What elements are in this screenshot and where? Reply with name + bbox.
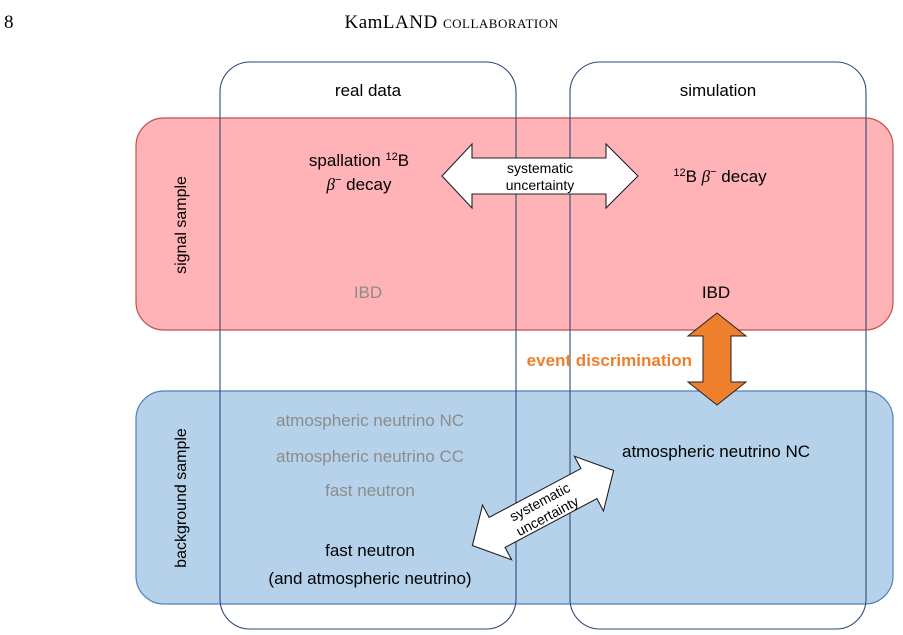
sim-ibd-text: IBD xyxy=(702,283,730,302)
bg-real-item-3: fast neutron xyxy=(325,481,415,500)
simulation-column xyxy=(569,61,867,630)
simulation-header: simulation xyxy=(680,81,757,100)
page-number: 8 xyxy=(4,12,14,33)
beta-decay-text: β− decay xyxy=(326,174,392,194)
real-data-column xyxy=(219,61,517,630)
running-head: KamLAND collaboration xyxy=(0,12,903,34)
sim-12b-beta-decay-text: 12B β− decay xyxy=(673,166,767,186)
event-discrimination-arrow xyxy=(686,312,748,406)
real-data-header: real data xyxy=(335,81,402,100)
spallation-12b-text: spallation 12B xyxy=(309,151,409,170)
signal-sample-band xyxy=(135,117,894,331)
bg-real-item-1: atmospheric neutrino NC xyxy=(276,411,464,430)
signal-systematic-arrow xyxy=(441,142,639,210)
page-header: 8 KamLAND collaboration xyxy=(0,12,903,36)
signal-arrow-line2: uncertainty xyxy=(506,177,574,193)
bg-real-item-2: atmospheric neutrino CC xyxy=(276,447,464,466)
signal-sample-label: signal sample xyxy=(173,176,190,274)
background-sample-band xyxy=(135,390,894,605)
bg-real-main-line1: fast neutron xyxy=(325,541,415,560)
background-sample-label: background sample xyxy=(173,428,190,568)
bg-real-main-line2: (and atmospheric neutrino) xyxy=(268,569,471,588)
event-discrimination-label: event discrimination xyxy=(527,351,692,370)
signal-arrow-line1: systematic xyxy=(507,160,573,176)
running-head-subtitle: collaboration xyxy=(442,12,559,33)
real-ibd-text: IBD xyxy=(354,283,382,302)
running-head-name: KamLAND xyxy=(344,12,438,33)
bg-sim-item: atmospheric neutrino NC xyxy=(622,442,810,461)
